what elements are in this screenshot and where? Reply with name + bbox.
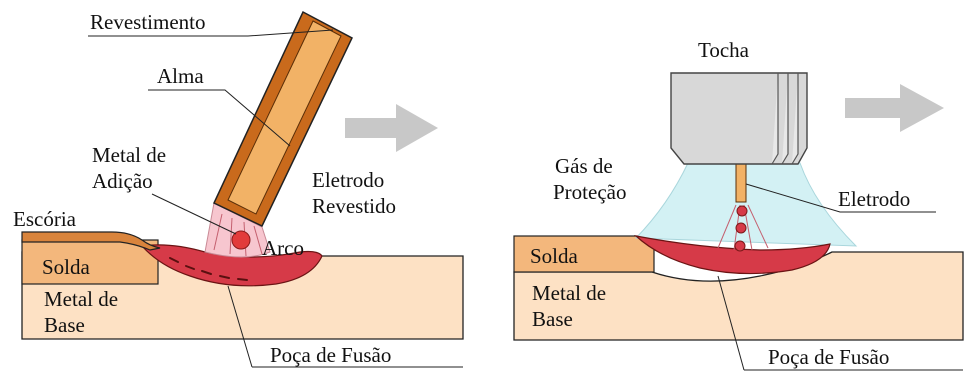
label-weld-pool: Poça de Fusão <box>768 345 889 369</box>
label-weld: Solda <box>530 244 579 268</box>
label-arc: Arco <box>262 236 304 260</box>
label-base-metal-line2: Base <box>44 313 85 337</box>
left-pool-ripples <box>169 257 248 281</box>
right-panel: Tocha Gás de Proteção Eletrodo Solda Met… <box>513 38 964 371</box>
label-filler-metal-line1: Metal de <box>92 143 166 167</box>
right-travel-arrow <box>845 84 944 132</box>
right-droplet-2 <box>735 222 747 234</box>
label-shielding-gas-line2: Proteção <box>553 180 626 204</box>
label-torch: Tocha <box>698 38 750 62</box>
left-travel-arrow <box>345 104 438 152</box>
label-filler-metal-line2: Adição <box>92 169 153 193</box>
label-weld-pool: Poça de Fusão <box>270 343 391 367</box>
torch-nozzle-ridges <box>771 73 799 165</box>
electrode-core <box>227 20 342 215</box>
label-base-metal-line2: Base <box>532 307 573 331</box>
torch-body <box>670 72 808 165</box>
left-arc-streaks <box>213 213 263 257</box>
left-panel: Revestimento Alma Metal de Adição Eletro… <box>13 10 464 368</box>
right-droplet-1 <box>736 205 748 217</box>
right-weld-pool <box>634 235 831 275</box>
left-filler-droplet <box>231 230 251 250</box>
right-electrode-wire <box>735 161 747 203</box>
left-slag <box>21 231 161 251</box>
label-coated-electrode-line1: Eletrodo <box>312 168 384 192</box>
right-base-metal <box>513 251 964 341</box>
right-weld-band <box>513 235 655 273</box>
label-core: Alma <box>157 64 204 88</box>
label-weld: Solda <box>42 255 91 279</box>
label-shielding-gas-line1: Gás de <box>555 154 613 178</box>
label-coated-electrode-line2: Revestido <box>312 194 396 218</box>
label-base-metal-line1: Metal de <box>532 281 606 305</box>
shielding-gas <box>634 162 858 247</box>
right-droplet-3 <box>734 240 746 252</box>
label-slag: Escória <box>13 207 77 231</box>
left-leader-lines <box>88 29 463 368</box>
right-leader-lines <box>717 183 963 371</box>
left-weld-band <box>21 239 159 285</box>
label-electrode: Eletrodo <box>838 187 910 211</box>
label-coating: Revestimento <box>90 10 205 34</box>
label-base-metal-line1: Metal de <box>44 287 118 311</box>
